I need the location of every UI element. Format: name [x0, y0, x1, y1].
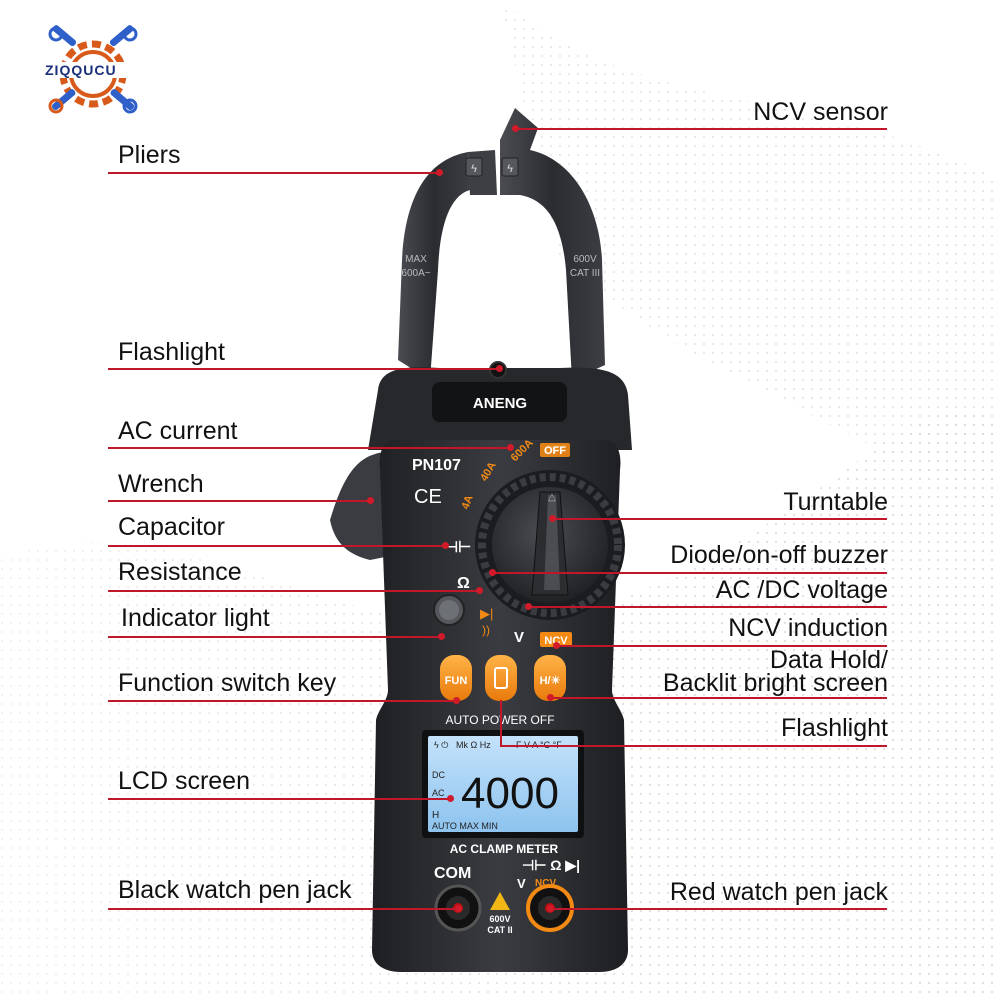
- label-indicator-light: Indicator light: [121, 604, 270, 632]
- label-wrench: Wrench: [118, 470, 204, 498]
- turntable-dot: [549, 515, 556, 522]
- svg-text:ϟ: ϟ: [507, 163, 513, 175]
- svg-text:COM: COM: [434, 865, 471, 882]
- ac-current-dot: [507, 444, 514, 451]
- label-black-jack: Black watch pen jack: [118, 876, 352, 904]
- svg-text:H/☀: H/☀: [540, 675, 561, 687]
- flashlight-bottom-vertical-line: [500, 700, 502, 746]
- turntable-line: [552, 518, 887, 520]
- black-jack-line: [108, 908, 458, 910]
- svg-text:NCV: NCV: [535, 878, 556, 889]
- svg-text:V: V: [514, 629, 524, 646]
- indicator-light-line: [108, 636, 440, 638]
- svg-text:600V: 600V: [489, 914, 510, 924]
- svg-text:AC CLAMP METER: AC CLAMP METER: [450, 842, 559, 856]
- label-acdc-voltage: AC /DC voltage: [715, 576, 888, 604]
- svg-text:⊣⊢: ⊣⊢: [445, 539, 471, 556]
- function-switch-dot: [453, 697, 460, 704]
- svg-text:600V: 600V: [573, 254, 597, 265]
- label-red-jack: Red watch pen jack: [669, 878, 888, 906]
- svg-text:V: V: [517, 876, 526, 891]
- svg-text:NCV: NCV: [544, 635, 568, 647]
- svg-text:H: H: [432, 810, 439, 821]
- flashlight-top-dot: [496, 365, 503, 372]
- label-turntable: Turntable: [783, 488, 888, 516]
- label-flashlight-top: Flashlight: [118, 338, 225, 366]
- flashlight-bottom-line: [500, 745, 887, 747]
- capacitor-dot: [442, 542, 449, 549]
- label-data-hold: Data Hold/: [769, 646, 888, 674]
- lcd-screen-line: [108, 798, 450, 800]
- function-switch-line: [108, 700, 456, 702]
- ncv-induction-dot: [553, 642, 560, 649]
- resistance-dot: [476, 587, 483, 594]
- svg-text:CAT III: CAT III: [570, 268, 600, 279]
- svg-text:ANENG: ANENG: [473, 395, 527, 412]
- lcd-screen-dot: [447, 795, 454, 802]
- acdc-voltage-dot: [525, 603, 532, 610]
- black-jack-dot: [455, 905, 462, 912]
- ac-current-line: [108, 447, 508, 449]
- red-jack-dot: [547, 905, 554, 912]
- svg-text:CAT II: CAT II: [487, 925, 512, 935]
- svg-text:OFF: OFF: [544, 445, 566, 457]
- svg-text:AUTO MAX MIN: AUTO MAX MIN: [432, 821, 498, 831]
- wrench-dot: [367, 497, 374, 504]
- data-hold-line: [550, 697, 887, 699]
- data-hold-dot: [547, 694, 554, 701]
- label-ac-current: AC current: [118, 417, 238, 445]
- capacitor-line: [108, 545, 446, 547]
- label-flashlight-bottom: Flashlight: [781, 714, 888, 742]
- flashlight-top-line: [108, 368, 500, 370]
- pliers-line: [108, 172, 438, 174]
- label-diode: Diode/on-off buzzer: [670, 541, 888, 569]
- svg-text:MAX: MAX: [405, 254, 427, 265]
- ncv-induction-line: [556, 645, 887, 647]
- label-capacitor: Capacitor: [118, 513, 225, 541]
- svg-text:DC: DC: [432, 770, 445, 780]
- svg-text:ϟ ⏻: ϟ ⏻: [434, 740, 448, 750]
- label-backlit-screen: Backlit bright screen: [662, 669, 888, 697]
- svg-text:PN107: PN107: [412, 457, 461, 474]
- label-function-switch: Function switch key: [118, 669, 337, 697]
- label-pliers: Pliers: [118, 141, 181, 169]
- resistance-line: [108, 590, 478, 592]
- ncv-sensor-line: [515, 128, 887, 130]
- svg-text:⊣⊢ Ω ▶|: ⊣⊢ Ω ▶|: [522, 857, 580, 873]
- svg-text:Ω: Ω: [457, 575, 470, 592]
- svg-text:Mk Ω Hz: Mk Ω Hz: [456, 740, 491, 750]
- svg-text:4000: 4000: [461, 769, 559, 818]
- svg-text:△: △: [548, 492, 556, 503]
- acdc-voltage-line: [528, 606, 887, 608]
- svg-text:AC: AC: [432, 788, 445, 798]
- diode-line: [492, 572, 887, 574]
- indicator-light-dot: [438, 633, 445, 640]
- pliers-dot: [436, 169, 443, 176]
- svg-text:ϟ: ϟ: [471, 163, 477, 175]
- svg-text:▶|: ▶|: [480, 606, 493, 621]
- svg-text:4A: 4A: [460, 494, 476, 511]
- brand-logo-text: ZIQQUCU: [43, 62, 143, 78]
- wrench-line: [108, 500, 370, 502]
- label-resistance: Resistance: [118, 558, 242, 586]
- svg-text:CE: CE: [414, 486, 442, 508]
- label-ncv-sensor: NCV sensor: [753, 98, 888, 126]
- label-ncv-induction: NCV induction: [728, 614, 888, 642]
- svg-text:FUN: FUN: [445, 675, 468, 687]
- ncv-sensor-dot: [512, 125, 519, 132]
- svg-text:)): )): [482, 623, 490, 637]
- diode-dot: [489, 569, 496, 576]
- svg-text:600A~: 600A~: [401, 268, 430, 279]
- red-jack-line: [550, 908, 887, 910]
- label-lcd-screen: LCD screen: [118, 767, 250, 795]
